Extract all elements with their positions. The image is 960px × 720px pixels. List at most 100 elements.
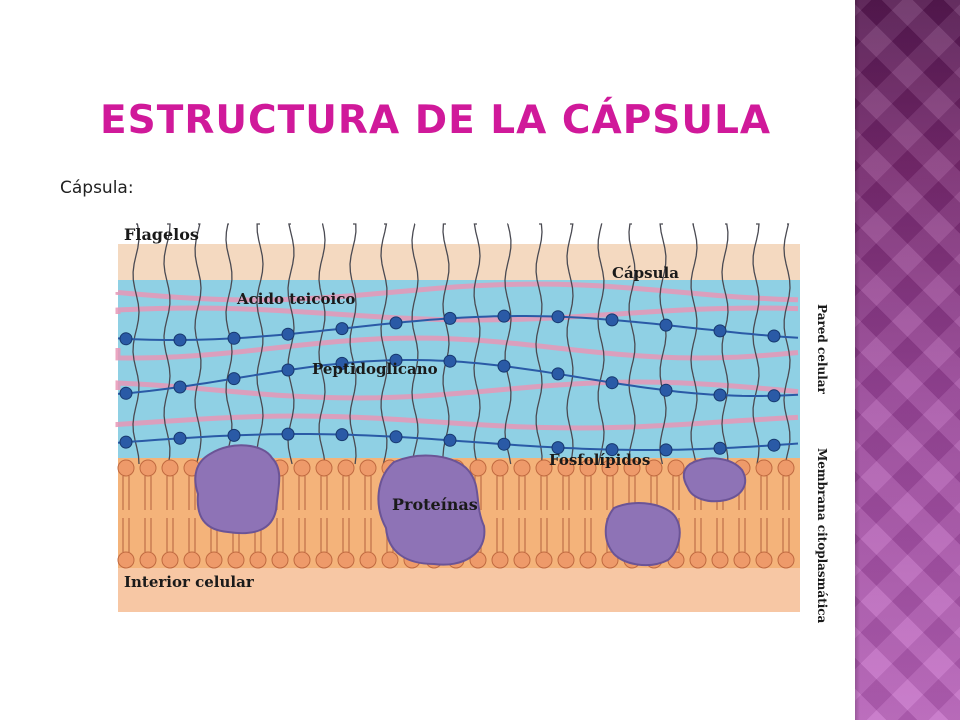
chain-bead — [389, 353, 403, 367]
lipid-head — [293, 459, 311, 477]
lipid-head — [601, 459, 619, 477]
flagellum — [659, 223, 667, 465]
chain-bead — [767, 389, 781, 403]
label-capsula: Cápsula — [612, 264, 679, 282]
lipid-head — [777, 551, 795, 569]
label-fosfolipidos: Fosfolípidos — [549, 451, 650, 469]
slide-title: ESTRUCTURA DE LA CÁPSULA — [100, 98, 772, 143]
cell-interior-layer — [118, 568, 800, 612]
protein — [604, 502, 681, 567]
lipid-head — [557, 459, 575, 477]
chain-bead — [605, 443, 619, 457]
flagellum — [535, 223, 543, 465]
lipid-head — [183, 551, 201, 569]
flagellum — [504, 223, 512, 465]
chain-bead — [173, 431, 187, 445]
label-proteinas: Proteínas — [392, 495, 478, 514]
chain-bead — [551, 310, 565, 324]
chain-bead — [335, 428, 349, 442]
chain-bead — [605, 313, 619, 327]
chain-bead — [497, 437, 511, 451]
lipid-head — [469, 459, 487, 477]
chain-bead — [119, 386, 133, 400]
lipid-head — [161, 459, 179, 477]
lipid-head — [315, 551, 333, 569]
flagellum — [752, 223, 760, 465]
chain-bead — [497, 359, 511, 373]
chain-bead — [713, 324, 727, 338]
strand — [115, 413, 799, 431]
lipid-head — [117, 551, 135, 569]
lipid-head — [513, 459, 531, 477]
lipid-head — [689, 551, 707, 569]
chain-bead — [605, 376, 619, 390]
chain-bead — [281, 363, 295, 377]
lipid-head — [777, 459, 795, 477]
slide-subtitle: Cápsula: — [60, 178, 134, 198]
decorative-side-band — [855, 0, 960, 720]
lipid-head — [557, 551, 575, 569]
chain-bead — [713, 441, 727, 455]
flagellum — [411, 223, 419, 465]
lipid-head — [667, 459, 685, 477]
lipid-head — [139, 459, 157, 477]
lipid-head — [117, 459, 135, 477]
chain-bead — [119, 332, 133, 346]
chain-bead — [389, 316, 403, 330]
flagellum — [628, 223, 636, 465]
lipid-head — [601, 551, 619, 569]
lipid-head — [139, 551, 157, 569]
chain-bead — [173, 380, 187, 394]
teichoic-acid-chains — [117, 309, 799, 457]
chain-bead — [443, 311, 457, 325]
strand — [115, 281, 799, 303]
lipid-head — [359, 459, 377, 477]
lipid-head — [535, 551, 553, 569]
chain-bead — [767, 329, 781, 343]
lipid-head — [381, 551, 399, 569]
lipid-head — [337, 551, 355, 569]
lipid-head — [161, 551, 179, 569]
lipid-head — [623, 459, 641, 477]
label-interior-celular: Interior celular — [124, 573, 255, 591]
strand — [115, 335, 799, 361]
lipid-head — [293, 551, 311, 569]
chain-bead — [389, 430, 403, 444]
lipid-head — [711, 551, 729, 569]
chain-bead — [227, 331, 241, 345]
label-peptidoglicano: Peptidoglicano — [312, 360, 438, 378]
flagellum — [566, 223, 574, 465]
lipid-head — [755, 551, 773, 569]
lipid-head — [315, 459, 333, 477]
lipid-head — [359, 551, 377, 569]
chain-bead — [713, 388, 727, 402]
chain-bead — [767, 438, 781, 452]
flagellum — [287, 223, 295, 465]
chain-bead — [119, 435, 133, 449]
label-acido-teicoico: Acido teicoico — [236, 290, 355, 308]
label-membrana-citoplasmatica: Membrana citoplasmática — [815, 448, 829, 624]
flagellum — [442, 223, 450, 465]
flagellum — [473, 223, 481, 465]
lipid-head — [337, 459, 355, 477]
flagellum — [721, 223, 729, 465]
strand — [115, 379, 799, 401]
protein — [194, 444, 281, 535]
chain-bead — [281, 427, 295, 441]
membrane-proteins — [194, 444, 747, 567]
chain-bead — [227, 428, 241, 442]
chain-bead — [659, 443, 673, 457]
chain-bead — [227, 372, 241, 386]
flagellum — [380, 223, 388, 465]
chain-bead — [659, 318, 673, 332]
lipid-head — [491, 459, 509, 477]
capsule-layer — [118, 244, 800, 282]
chain-bead — [173, 333, 187, 347]
peptidoglycan-strands — [115, 281, 799, 431]
flagellum — [597, 223, 605, 465]
protein — [682, 457, 747, 503]
protein — [377, 454, 486, 566]
capsule-structure-diagram: Flagelos Cápsula Acido teicoico Peptidog… — [115, 223, 829, 624]
chain-bead — [551, 441, 565, 455]
lipid-head — [491, 551, 509, 569]
